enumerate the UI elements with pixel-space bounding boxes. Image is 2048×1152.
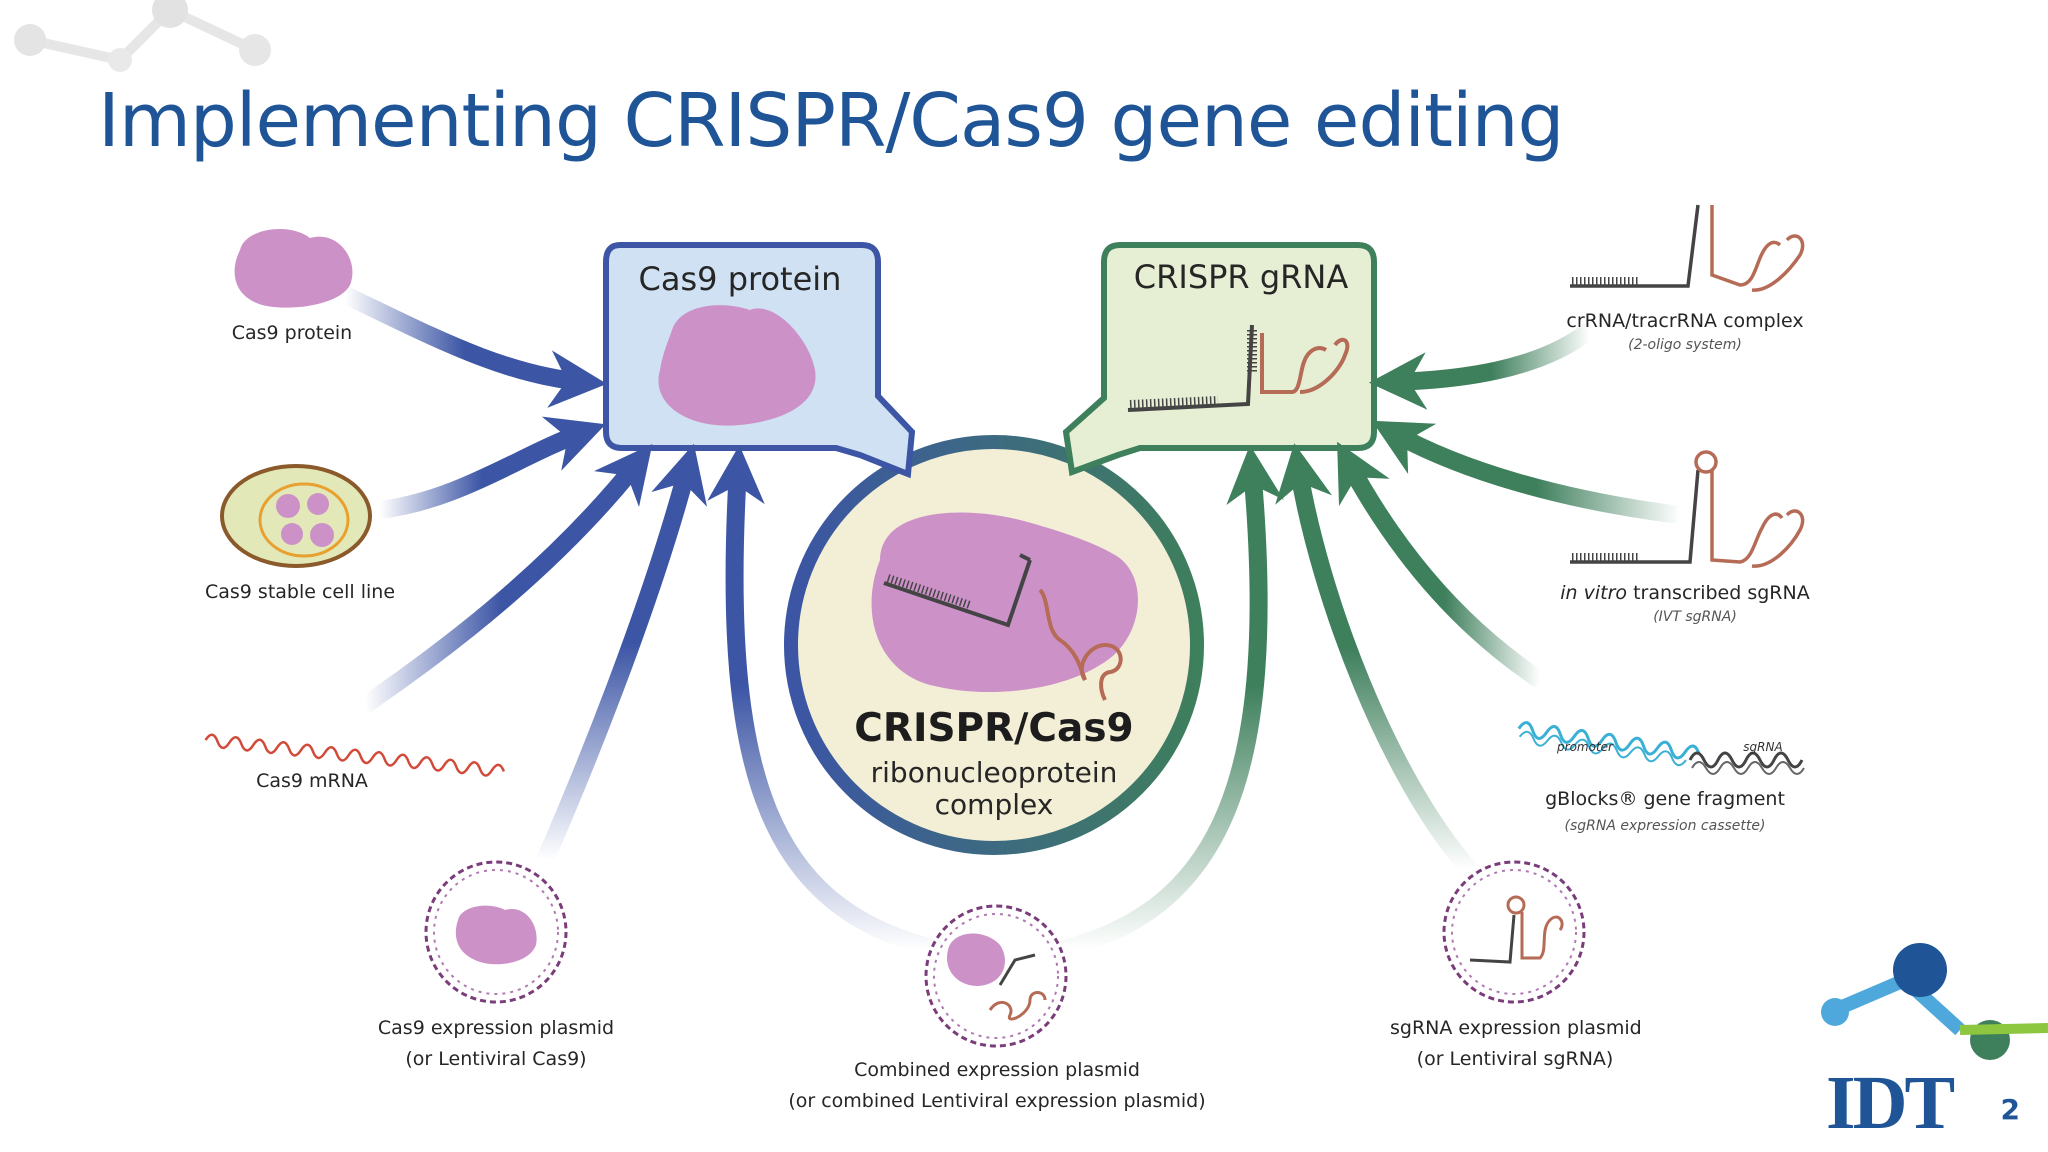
gblocks-fragment-icon (1517, 721, 1805, 775)
label-cas9-protein: Cas9 protein (231, 322, 353, 344)
label-cas9-plasmid-1: Cas9 expression plasmid (377, 1017, 615, 1039)
label-cas9-cell-line: Cas9 stable cell line (204, 581, 396, 603)
label-cas9-plasmid-2: (or Lentiviral Cas9) (405, 1048, 587, 1070)
cell-line-icon (220, 464, 372, 568)
ivt-sgrna-icon (1570, 450, 1805, 568)
label-ivt-sgrna: in vitro transcribed sgRNA (1540, 578, 1830, 609)
green-arrows (1057, 322, 1682, 959)
sgrna-plasmid-icon (1442, 860, 1586, 1004)
cas9-protein-icon (234, 228, 353, 308)
molecule-decoration (14, 0, 271, 72)
label-promoter: promoter (1557, 740, 1613, 754)
protein-box-title: Cas9 protein (638, 260, 842, 298)
label-cas9-mrna: Cas9 mRNA (256, 770, 368, 792)
rnp-line2: ribonucleoprotein (870, 756, 1118, 789)
label-gblocks: gBlocks® gene fragment (1545, 788, 1785, 810)
label-crrna: crRNA/tracrRNA complex (1566, 310, 1804, 332)
rnp-complex (784, 435, 1204, 855)
grna-box-title: CRISPR gRNA (1133, 258, 1349, 296)
label-sgrna-plasmid-2: (or Lentiviral sgRNA) (1416, 1048, 1614, 1070)
label-ivt-rest: transcribed sgRNA (1627, 582, 1810, 604)
slide-title: Implementing CRISPR/Cas9 gene editing (98, 78, 1564, 164)
idt-logo-text: IDT (1826, 1061, 1955, 1145)
label-combined-plasmid-1: Combined expression plasmid (854, 1059, 1140, 1081)
label-ivt-italic: in vitro (1560, 582, 1628, 604)
idt-logo-mark (1821, 943, 2048, 1060)
mrna-icon (204, 733, 506, 777)
label-ivt-sub: (IVT sgRNA) (1653, 609, 1737, 625)
combined-plasmid-icon (924, 904, 1068, 1048)
label-crrna-sub: (2-oligo system) (1628, 337, 1742, 353)
label-sgrna-plasmid-1: sgRNA expression plasmid (1390, 1017, 1642, 1039)
rnp-heading: CRISPR/Cas9 (854, 706, 1134, 751)
crrna-tracrrna-icon (1570, 204, 1805, 292)
blue-arrows (341, 286, 943, 959)
label-gblocks-sub: (sgRNA expression cassette) (1564, 818, 1766, 834)
cas9-protein-box (603, 242, 916, 479)
page-number: 2 (2000, 1093, 2020, 1126)
crispr-grna-box (1062, 242, 1377, 477)
rnp-line3: complex (934, 788, 1054, 821)
cas9-plasmid-icon (424, 860, 568, 1004)
label-combined-plasmid-2: (or combined Lentiviral expression plasm… (788, 1090, 1206, 1112)
label-sgrna: sgRNA (1743, 740, 1783, 754)
